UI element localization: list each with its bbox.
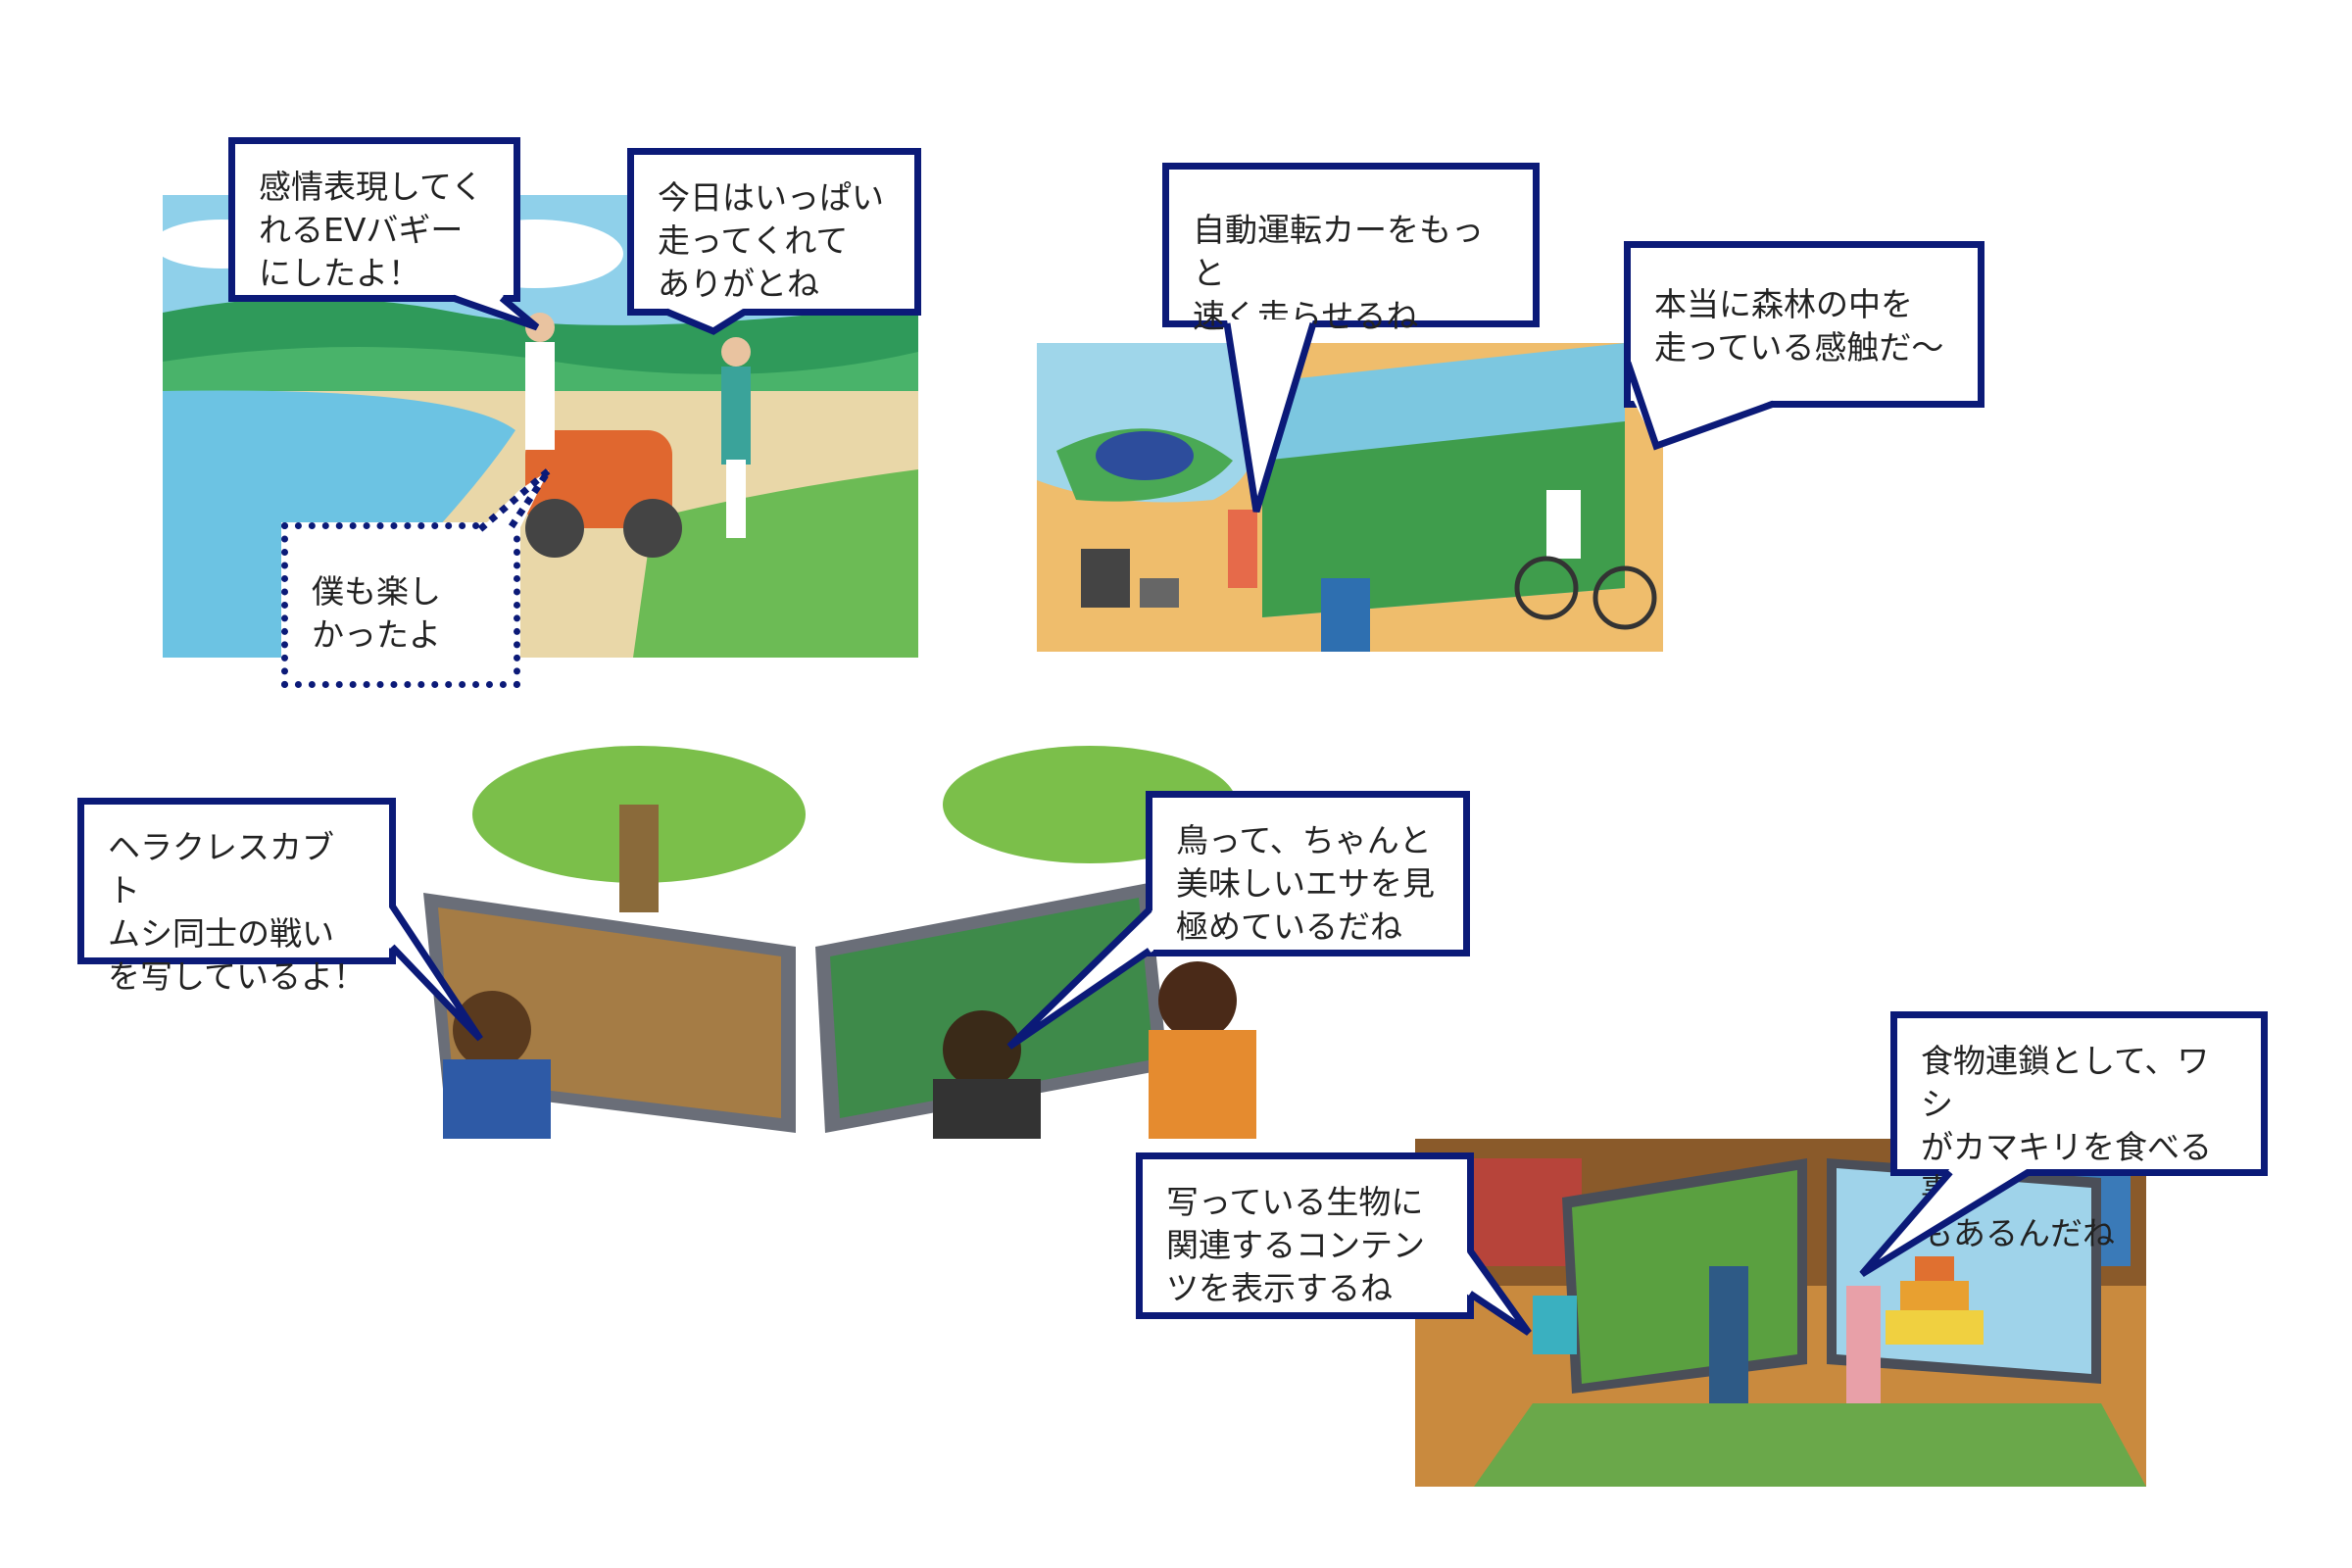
speech-bubble-autonomous-car: 自動運転カーをもっと 速く走らせるね: [1162, 163, 1540, 335]
speech-bubble-ev-buggy-woman: 今日はいっぱい 走ってくれて ありがとね: [627, 148, 921, 316]
speech-bubble-ev-buggy-car: 僕も楽し かったよ: [281, 522, 520, 688]
scene-twin-screens-illustration: [384, 746, 1279, 1139]
scene-forest-screen-illustration: [1037, 343, 1663, 652]
speech-bubble-hercules-beetle: ヘラクレスカブト ムシ同士の戦い を写しているよ！: [77, 798, 396, 996]
speech-bubble-related-content: 写っている生物に 関連するコンテン ツを表示するね: [1136, 1152, 1474, 1319]
speech-bubble-forest-cyclist: 本当に森林の中を 走っている感触だ～: [1624, 241, 1984, 408]
speech-bubble-bird-food: 鳥って、ちゃんと 美味しいエサを見 極めているだね: [1146, 791, 1470, 956]
scene-library-foodchain-illustration: [1415, 1139, 2146, 1487]
speech-bubble-food-chain: 食物連鎖として、ワシ がカマキリを食べる事 もあるんだね: [1890, 1011, 2268, 1252]
speech-bubble-ev-buggy-man: 感情表現してく れるEVバギー にしたよ！: [228, 137, 520, 302]
